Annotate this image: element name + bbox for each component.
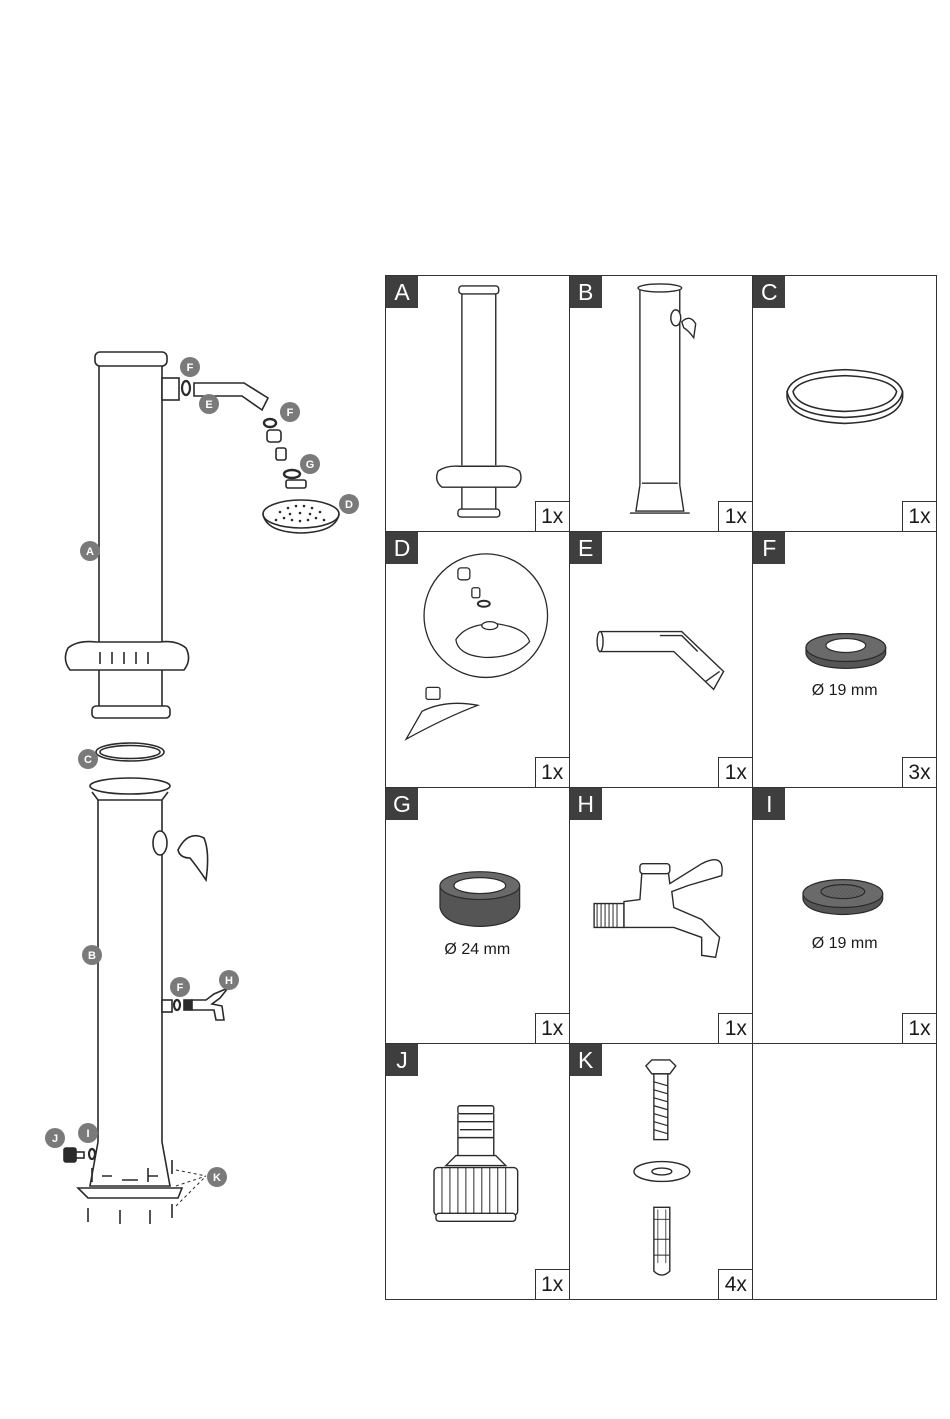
part-cell-d: D 1x bbox=[386, 532, 570, 788]
part-qty-e: 1x bbox=[718, 757, 752, 787]
part-letter-c: C bbox=[753, 276, 785, 308]
part-letter-h: H bbox=[570, 788, 602, 820]
part-qty-a: 1x bbox=[535, 501, 569, 531]
part-cell-j: J 1x bbox=[386, 1044, 570, 1300]
assembly-diagram: F E F G D A C B F H I J K bbox=[0, 0, 380, 1419]
part-letter-f: F bbox=[753, 532, 785, 564]
callout-f-low-label: F bbox=[177, 982, 184, 994]
part-letter-g: G bbox=[386, 788, 418, 820]
shower-arm-illustration bbox=[182, 381, 306, 488]
part-letter-b: B bbox=[570, 276, 602, 308]
part-cell-e: E 1x bbox=[570, 532, 754, 788]
part-qty-k: 4x bbox=[718, 1269, 752, 1299]
callout-f-top-label: F bbox=[187, 362, 194, 374]
part-letter-i: I bbox=[753, 788, 785, 820]
callout-b-label: B bbox=[88, 950, 96, 962]
part-letter-k: K bbox=[570, 1044, 602, 1076]
part-cell-f: Ø 19 mm F 3x bbox=[753, 532, 937, 788]
part-letter-j: J bbox=[386, 1044, 418, 1076]
filter-washer-icon bbox=[753, 788, 936, 1043]
shower-arm-icon bbox=[570, 532, 753, 787]
part-cell-k: K 4x bbox=[570, 1044, 754, 1300]
part-qty-g: 1x bbox=[535, 1013, 569, 1043]
callout-e-label: E bbox=[205, 399, 212, 411]
callout-d-label: D bbox=[345, 499, 353, 511]
part-qty-d: 1x bbox=[535, 757, 569, 787]
washer-f-icon bbox=[753, 532, 936, 787]
part-cell-b: B 1x bbox=[570, 276, 754, 532]
gasket-ring-icon bbox=[753, 276, 936, 531]
part-qty-b: 1x bbox=[718, 501, 752, 531]
part-qty-f: 3x bbox=[902, 757, 936, 787]
part-dimension-g: Ø 24 mm bbox=[386, 941, 569, 959]
callout-a-label: A bbox=[86, 546, 94, 558]
tube-a-icon bbox=[386, 276, 569, 531]
part-cell-a: A 1x bbox=[386, 276, 570, 532]
washer-g-icon bbox=[386, 788, 569, 1043]
part-dimension-f: Ø 19 mm bbox=[753, 682, 936, 700]
shower-head-icon bbox=[386, 532, 569, 787]
column-b-illustration bbox=[64, 778, 228, 1224]
part-qty-i: 1x bbox=[902, 1013, 936, 1043]
callout-k-label: K bbox=[213, 1172, 221, 1184]
part-qty-j: 1x bbox=[535, 1269, 569, 1299]
part-cell-empty bbox=[753, 1044, 937, 1300]
part-qty-h: 1x bbox=[718, 1013, 752, 1043]
shower-head-illustration bbox=[263, 500, 339, 533]
column-a-illustration bbox=[65, 352, 188, 718]
faucet-icon bbox=[570, 788, 753, 1043]
callout-f-mid-label: F bbox=[287, 407, 294, 419]
callout-j-label: J bbox=[52, 1133, 58, 1145]
part-cell-h: H 1x bbox=[570, 788, 754, 1044]
hose-adapter-icon bbox=[386, 1044, 569, 1299]
part-letter-e: E bbox=[570, 532, 602, 564]
parts-grid: A 1x B 1x C 1x bbox=[385, 275, 937, 1300]
part-qty-c: 1x bbox=[902, 501, 936, 531]
part-letter-d: D bbox=[386, 532, 418, 564]
bolt-set-icon bbox=[570, 1044, 753, 1299]
part-letter-a: A bbox=[386, 276, 418, 308]
part-dimension-i: Ø 19 mm bbox=[753, 935, 936, 953]
part-cell-i: Ø 19 mm I 1x bbox=[753, 788, 937, 1044]
callout-h-label: H bbox=[225, 975, 233, 987]
tube-b-icon bbox=[570, 276, 753, 531]
part-cell-c: C 1x bbox=[753, 276, 937, 532]
callout-i-label: I bbox=[86, 1128, 89, 1140]
callout-g-label: G bbox=[306, 459, 315, 471]
part-cell-g: Ø 24 mm G 1x bbox=[386, 788, 570, 1044]
callout-c-label: C bbox=[84, 754, 92, 766]
